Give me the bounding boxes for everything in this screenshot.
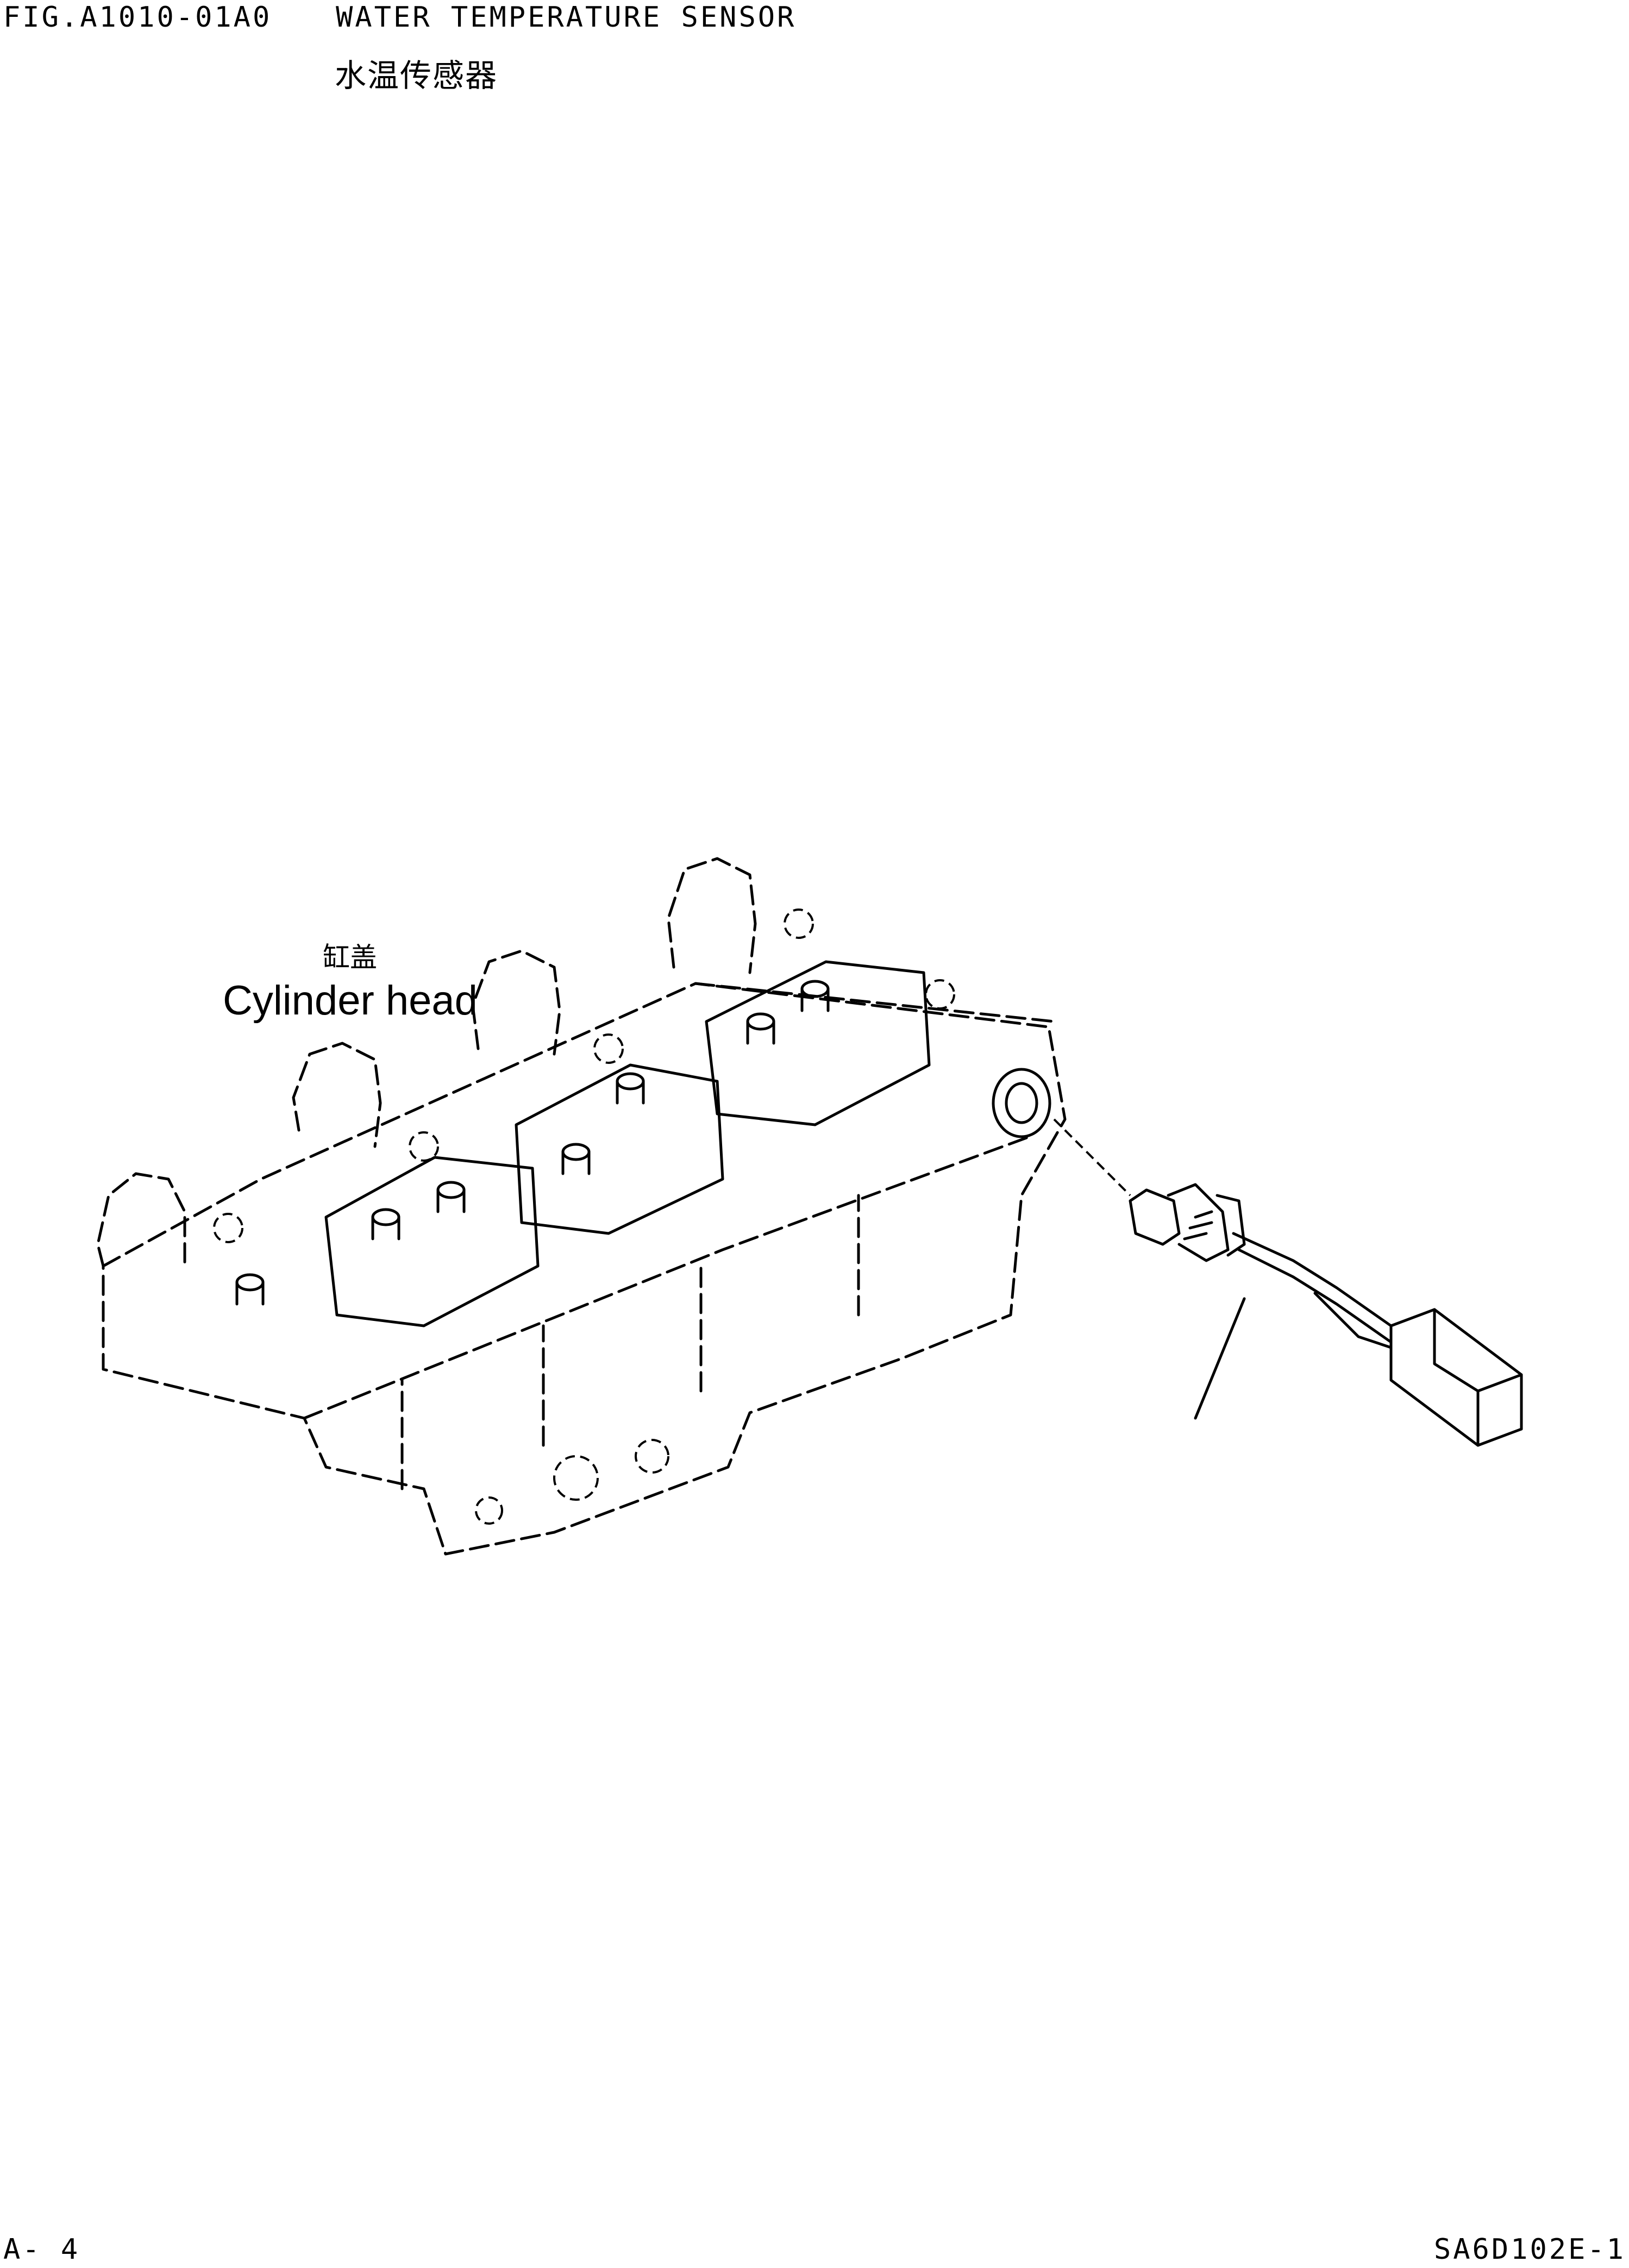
callout-cylinder-head-zh: 缸盖 xyxy=(323,942,377,973)
figure-title-en: WATER TEMPERATURE SENSOR xyxy=(336,1,797,34)
figure-title-zh: 水温传感器 xyxy=(335,57,498,94)
page-number: A- 4 xyxy=(3,2233,80,2266)
figure-number: FIG.A1010-01A0 xyxy=(3,1,272,34)
install-centerline xyxy=(1053,1118,1131,1196)
document-code: SA6D102E-1 xyxy=(1433,2233,1626,2266)
sensor-port xyxy=(992,1068,1051,1138)
cylinder-head-illustration xyxy=(96,857,1067,1556)
callout-cylinder-head-en: Cylinder head xyxy=(223,978,478,1024)
water-temperature-sensor-illustration xyxy=(1129,1183,1523,1447)
